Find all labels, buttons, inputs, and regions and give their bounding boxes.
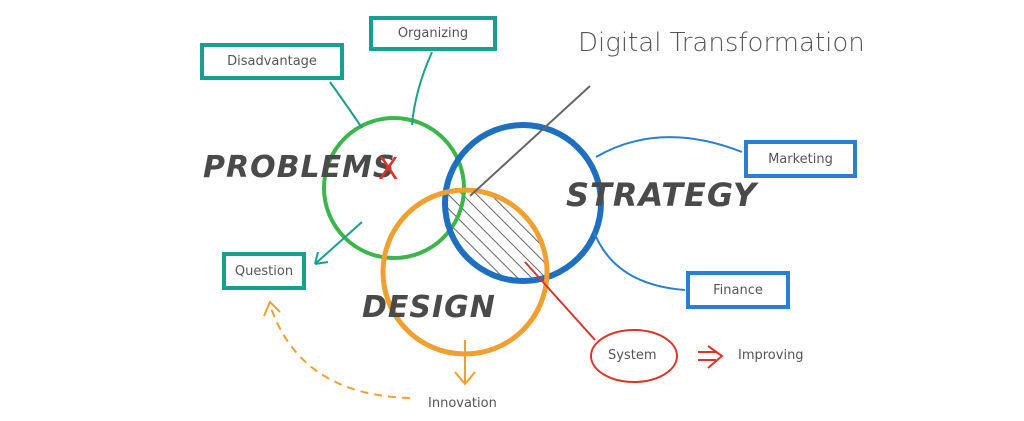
improving-label: Improving xyxy=(738,348,804,363)
organizing-connector xyxy=(411,51,433,126)
marketing-connector xyxy=(595,136,743,158)
innovation-label: Innovation xyxy=(428,396,497,411)
diagram-title: Digital Transformation xyxy=(578,28,865,58)
disadvantage-connector xyxy=(329,81,363,129)
marketing-box: Marketing xyxy=(744,140,857,178)
disadvantage-box: Disadvantage xyxy=(200,43,344,80)
finance-connector xyxy=(593,231,686,291)
x-mark-icon: X xyxy=(378,152,400,187)
question-arrow xyxy=(314,221,363,265)
problems-label: PROBLEMS xyxy=(203,150,396,185)
organizing-box: Organizing xyxy=(369,16,497,51)
system-ellipse xyxy=(590,329,678,383)
finance-box: Finance xyxy=(686,271,790,309)
arrow-head-icon xyxy=(263,300,281,317)
strategy-circle xyxy=(442,122,604,284)
arrow-head-icon xyxy=(454,371,476,386)
title-pointer-line xyxy=(469,85,591,197)
double-arrow-icon xyxy=(698,345,724,369)
dashed-return-arrow xyxy=(269,304,411,399)
strategy-label: STRATEGY xyxy=(566,176,758,214)
system-connector xyxy=(524,261,596,341)
question-box: Question xyxy=(222,252,306,290)
system-label: System xyxy=(608,348,657,363)
design-label: DESIGN xyxy=(362,290,496,325)
arrow-head-icon xyxy=(314,251,329,265)
